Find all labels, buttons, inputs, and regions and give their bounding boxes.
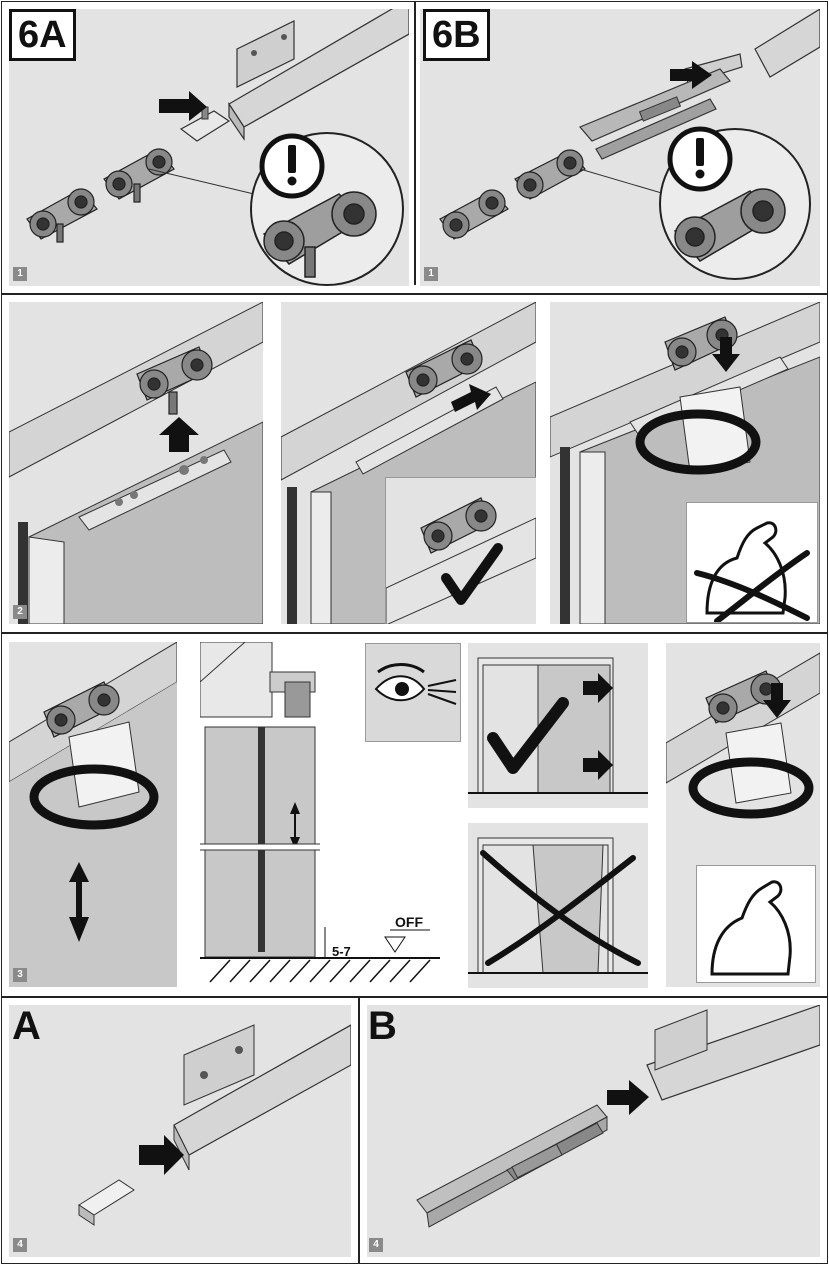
flexed-arm-icon — [710, 880, 792, 976]
section-label-a: A — [12, 1004, 41, 1048]
step-badge: 2 — [13, 605, 27, 619]
cross-mark-icon — [694, 550, 810, 622]
adjust-height-illustration — [9, 642, 177, 987]
vertical-divider — [414, 1, 416, 285]
warning-exclamation-icon — [259, 133, 325, 199]
panel-3c-wrong — [468, 823, 648, 988]
gap-dimension-label: 5-7 — [332, 944, 351, 959]
panel-4a — [9, 1005, 351, 1257]
step-badge: 1 — [13, 267, 27, 281]
check-mark-icon — [441, 543, 503, 605]
rail-assembly-6a-illustration — [26, 9, 409, 286]
floor-level-label: OFF — [395, 914, 423, 930]
warning-exclamation-icon — [667, 126, 733, 192]
check-mark-icon — [487, 697, 569, 774]
panel-3d — [666, 643, 820, 987]
inset-strong-arm-panel — [696, 865, 816, 983]
cross-mark-icon — [480, 850, 641, 966]
section-label-b: B — [368, 1004, 397, 1048]
end-cap-assembly-illustration — [78, 1024, 351, 1226]
step-badge: 4 — [369, 1238, 383, 1252]
horizontal-divider — [1, 293, 828, 295]
step-badge: 4 — [13, 1238, 27, 1252]
panel-4b — [367, 1005, 820, 1257]
section-label-6b: 6B — [423, 9, 490, 61]
door-insert-trolley-illustration — [9, 302, 263, 624]
panel-2a — [9, 302, 263, 624]
panel-3c-correct — [468, 643, 648, 808]
vertical-divider — [358, 997, 360, 1263]
rail-assembly-6b-illustration — [439, 9, 820, 280]
panel-6a — [9, 9, 409, 286]
inset-check-panel — [385, 477, 536, 624]
soft-close-assembly-illustration — [416, 1005, 820, 1228]
height-gap-section-illustration — [200, 642, 440, 983]
horizontal-divider — [1, 632, 828, 634]
step-badge: 3 — [13, 968, 27, 982]
step-badge: 1 — [424, 267, 438, 281]
panel-3b: 5-7 OFF — [200, 642, 440, 987]
eye-inspect-panel — [365, 643, 461, 742]
section-label-6a: 6A — [9, 9, 76, 61]
flexed-arm-icon — [705, 521, 787, 615]
inset-no-force-panel — [686, 502, 818, 623]
eye-icon — [374, 663, 457, 705]
horizontal-divider — [1, 996, 828, 998]
panel-2c — [550, 302, 820, 624]
final-tighten-illustration — [666, 652, 820, 819]
panel-2b — [281, 302, 536, 624]
panel-6b — [420, 9, 820, 286]
door-aligned-illustration — [468, 657, 648, 794]
panel-3a — [9, 642, 177, 987]
tighten-trolley-illustration — [550, 302, 820, 624]
